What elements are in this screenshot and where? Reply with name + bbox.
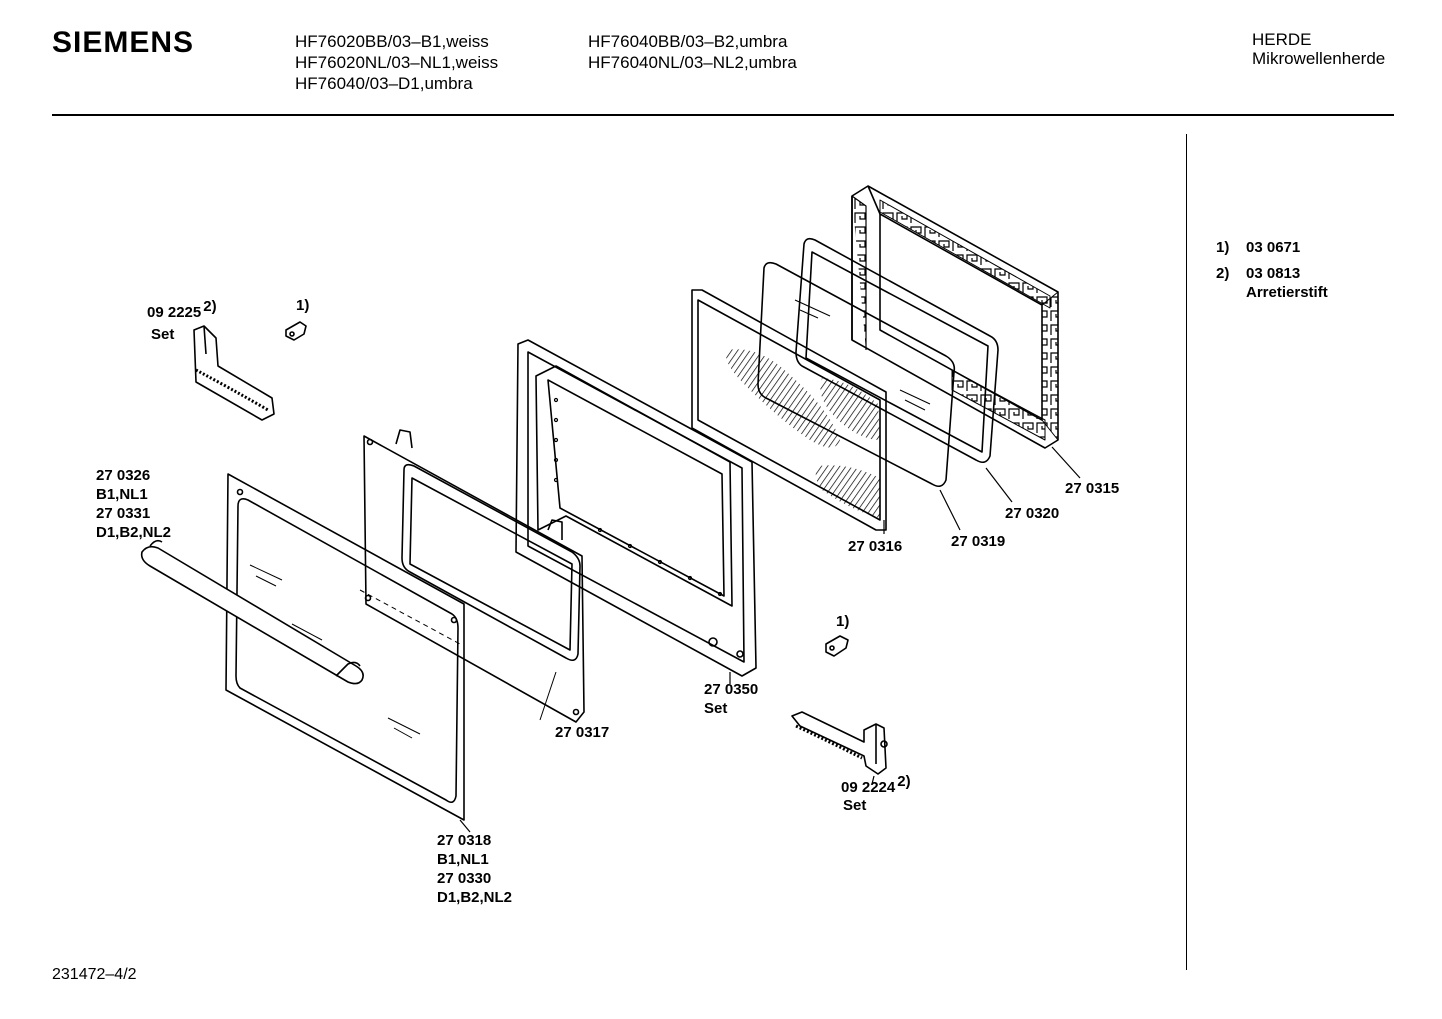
model-line: HF76040BB/03–B2,umbra xyxy=(588,32,788,51)
label-line: B1,NL1 xyxy=(437,851,489,868)
clip-top-part xyxy=(285,321,307,341)
model-list-1: HF76020BB/03–B1,weiss HF76020NL/03–NL1,w… xyxy=(295,31,498,94)
part-number: 09 2225 xyxy=(147,304,202,321)
legend-num: 1) xyxy=(1216,239,1230,256)
label-line: Set xyxy=(704,700,728,717)
label-handle: 27 0326 B1,NL1 27 0331 D1,B2,NL2 xyxy=(96,466,171,542)
label-clip-bottom: 1) xyxy=(836,613,850,630)
mesh-panel-part xyxy=(691,289,887,534)
label-door-frame: 27 0350 Set xyxy=(704,680,758,718)
label-line: D1,B2,NL2 xyxy=(96,524,172,541)
part-number: 09 2224 xyxy=(841,779,896,796)
label-mesh-panel: 27 0316 xyxy=(848,538,903,555)
model-line: HF76020NL/03–NL1,weiss xyxy=(295,53,499,72)
legend-item-1: 1) 03 0671 xyxy=(1216,238,1300,257)
inner-frame-part xyxy=(363,429,585,723)
label-hinge-left-set: Set xyxy=(151,326,175,343)
label-line: B1,NL1 xyxy=(96,486,148,503)
hinge-right-part xyxy=(791,711,888,785)
label-glass: 27 0319 xyxy=(951,533,1006,550)
model-line: HF76040NL/03–NL2,umbra xyxy=(588,53,797,72)
label-choke: 27 0315 xyxy=(1065,480,1120,497)
legend-item-2: 2) 03 0813 xyxy=(1216,264,1300,283)
legend-text: 03 0671 xyxy=(1246,239,1301,256)
category: HERDE Mikrowellenherde xyxy=(1252,30,1385,68)
legend-num: 2) xyxy=(1216,265,1230,282)
label-line: D1,B2,NL2 xyxy=(437,889,513,906)
label-line: 27 0330 xyxy=(437,870,492,887)
category-sub: Mikrowellenherde xyxy=(1252,49,1386,68)
handle-part xyxy=(140,539,364,685)
hinge-left-part xyxy=(193,325,275,421)
seal-part xyxy=(795,237,1013,503)
legend-text: 03 0813 xyxy=(1246,265,1301,282)
footnote-ref: 2) xyxy=(897,773,911,790)
model-line: HF76040/03–D1,umbra xyxy=(295,74,473,93)
door-frame-part xyxy=(515,339,757,684)
document-number: 231472–4/2 xyxy=(52,966,137,983)
label-clip-top: 1) xyxy=(296,297,310,314)
category-main: HERDE xyxy=(1252,30,1312,49)
outer-glass-part xyxy=(225,473,471,833)
brand-logo: SIEMENS xyxy=(52,26,195,59)
label-line: 27 0350 xyxy=(704,681,759,698)
label-line: 27 0326 xyxy=(96,467,151,484)
label-line: 27 0331 xyxy=(96,505,151,522)
legend-item-2-desc: Arretierstift xyxy=(1246,284,1328,301)
model-list-2: HF76040BB/03–B2,umbra HF76040NL/03–NL2,u… xyxy=(588,31,797,73)
header-divider xyxy=(52,114,1394,116)
model-line: HF76020BB/03–B1,weiss xyxy=(295,32,489,51)
footnote-ref: 2) xyxy=(203,298,217,315)
clip-bottom-part xyxy=(825,635,849,657)
label-inner-frame: 27 0317 xyxy=(555,724,610,741)
label-hinge-right-set: Set xyxy=(843,797,867,814)
label-line: 27 0318 xyxy=(437,832,492,849)
label-outer-glass: 27 0318 B1,NL1 27 0330 D1,B2,NL2 xyxy=(437,831,512,907)
legend-divider xyxy=(1186,134,1187,970)
label-seal: 27 0320 xyxy=(1005,505,1060,522)
